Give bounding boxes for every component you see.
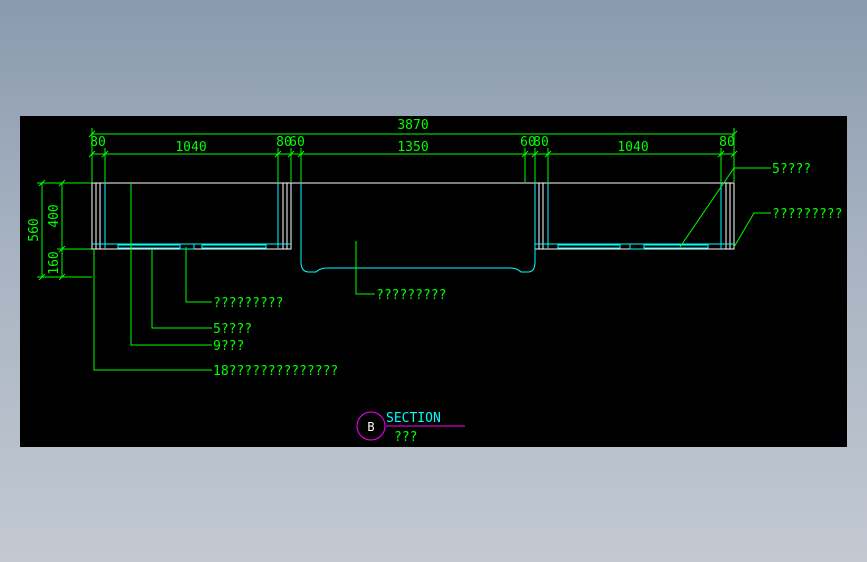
callout-text: 5???? — [772, 162, 811, 177]
dimension-total-text: 3870 — [397, 118, 428, 133]
left-dimension-chain — [37, 179, 92, 281]
leader-line — [185, 247, 212, 303]
glass-strip — [201, 244, 267, 249]
dimension-height-total-text: 560 — [27, 218, 42, 241]
section-marker: B SECTION ??? — [356, 411, 465, 445]
dimension-height-segment-text: 400 — [47, 204, 62, 227]
dimension-tick — [730, 130, 738, 138]
glass-strip — [643, 244, 709, 249]
section-bubble — [356, 411, 386, 441]
right-cabinet-outline — [534, 182, 735, 250]
dimension-segment-text: 80 — [533, 135, 549, 150]
section-letter: B — [367, 420, 374, 434]
light-fixture — [179, 243, 195, 250]
dimension-segment-text: 80 — [90, 135, 106, 150]
center-bay — [291, 182, 536, 273]
dimension-tick — [88, 150, 96, 158]
dimension-tick — [717, 150, 725, 158]
right-cabinet — [534, 182, 735, 250]
dimension-segment-text: 80 — [719, 135, 735, 150]
dimension-segment-text: 1040 — [617, 140, 648, 155]
leader-line — [355, 241, 375, 295]
callout-text: 5???? — [213, 322, 252, 337]
dimension-segment-text: 60 — [520, 135, 536, 150]
dimension-tick — [101, 150, 109, 158]
callout-text: 9??? — [213, 339, 244, 354]
dimension-height-segment-text: 160 — [47, 251, 62, 274]
left-cabinet — [91, 182, 292, 250]
dimension-tick — [274, 150, 282, 158]
section-title: SECTION — [386, 411, 441, 426]
leader-line — [93, 249, 212, 371]
dimension-segment-text: 1350 — [397, 140, 428, 155]
dimension-segment-text: 80 — [276, 135, 292, 150]
dimension-tick — [38, 179, 46, 187]
leader-line — [151, 249, 212, 329]
top-dimension-chain — [88, 128, 738, 182]
dimension-tick — [730, 150, 738, 158]
leader-lines — [93, 167, 771, 371]
callout-text: ????????? — [772, 207, 842, 222]
dimension-tick — [287, 150, 295, 158]
dimension-segment-text: 1040 — [175, 140, 206, 155]
leader-line — [733, 212, 771, 248]
dimension-tick — [58, 179, 66, 187]
dimension-tick — [38, 273, 46, 281]
glass-strip — [117, 244, 181, 249]
glass-strip — [557, 244, 621, 249]
dimension-tick — [531, 150, 539, 158]
callout-text: 18?????????????? — [213, 364, 338, 379]
section-drawing: 3870 80 1040 80 60 1350 60 80 1040 80 56… — [27, 118, 842, 445]
leader-line — [679, 167, 771, 248]
dimension-tick — [521, 150, 529, 158]
leader-line — [130, 183, 212, 346]
center-bay-profile — [300, 183, 536, 273]
section-subtitle: ??? — [394, 430, 417, 445]
dimension-tick — [88, 130, 96, 138]
callout-text: ????????? — [213, 296, 283, 311]
dimension-tick — [544, 150, 552, 158]
dimension-tick — [297, 150, 305, 158]
left-cabinet-outline — [91, 182, 292, 250]
dimension-tick — [58, 273, 66, 281]
light-fixture — [629, 243, 645, 250]
dimension-segment-text: 60 — [289, 135, 305, 150]
callout-text: ????????? — [376, 288, 446, 303]
cad-drawing-viewport[interactable]: 3870 80 1040 80 60 1350 60 80 1040 80 56… — [20, 116, 847, 447]
dimension-tick — [58, 245, 66, 253]
